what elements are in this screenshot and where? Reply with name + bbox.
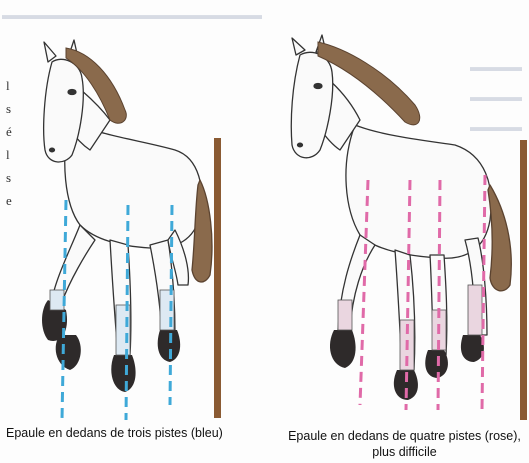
caption-three-tracks: Epaule en dedans de trois pistes (bleu) <box>6 425 223 441</box>
right-pole <box>520 140 527 420</box>
caption-four-tracks: Epaule en dedans de quatre pistes (rose)… <box>282 428 527 460</box>
caption-four-tracks-line1: Epaule en dedans de quatre pistes (rose)… <box>282 428 527 444</box>
caption-four-tracks-line2: plus difficile <box>282 444 527 460</box>
left-pole <box>214 138 221 418</box>
